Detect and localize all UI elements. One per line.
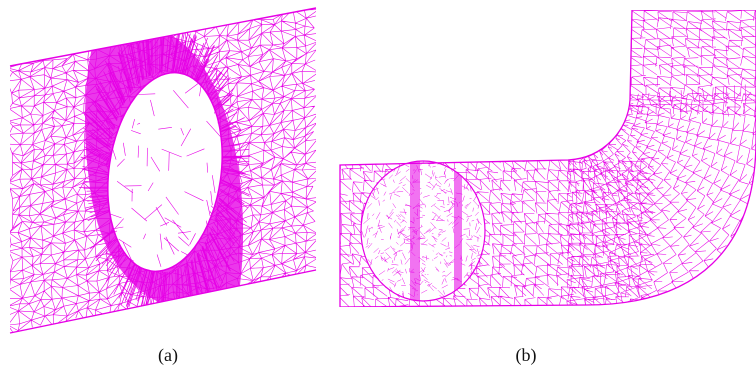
mesh-a-canvas <box>9 7 317 334</box>
oval-hole <box>107 71 223 273</box>
panel-b-mesh <box>336 0 756 340</box>
elbow-outline <box>339 9 756 308</box>
caption-a: (a) <box>158 345 178 365</box>
refined-patch-outline <box>360 160 486 302</box>
caption-b: (b) <box>515 345 537 365</box>
mesh-b-canvas <box>336 0 756 340</box>
panel-a-mesh <box>0 0 336 340</box>
